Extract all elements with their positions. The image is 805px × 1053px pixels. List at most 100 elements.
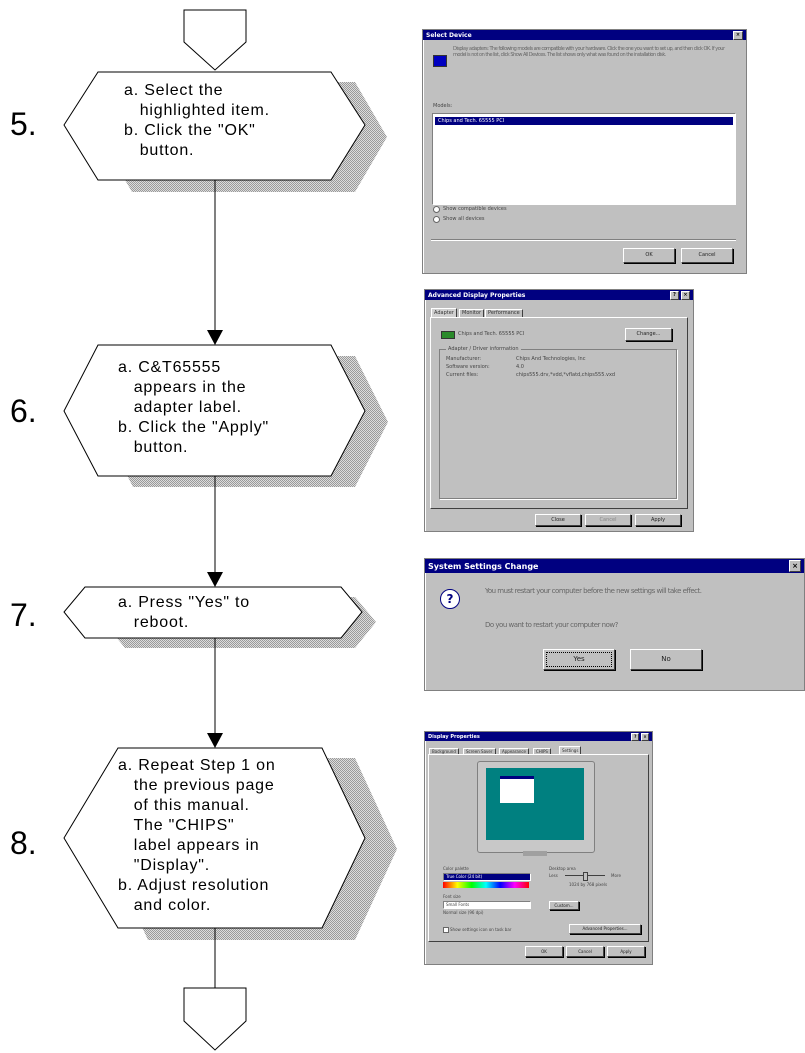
system-settings-titlebar: System Settings Change × — [425, 559, 804, 573]
tab-adapter[interactable]: Adapter — [431, 308, 457, 317]
manufacturer-value: Chips And Technologies, Inc — [516, 356, 586, 362]
step-8-line: the previous page — [118, 777, 275, 794]
advanced-properties-button[interactable]: Advanced Properties... — [569, 924, 641, 934]
desktop-more-label: More — [611, 873, 621, 878]
window-buttons: ? × — [669, 290, 690, 300]
select-device-dialog: Select Device × Display adapters: The fo… — [422, 29, 747, 274]
resolution-slider-thumb[interactable] — [583, 872, 588, 881]
step-6-line: b. Click the "Apply" — [118, 419, 269, 436]
select-device-title: Select Device — [426, 31, 472, 39]
advanced-display-title: Advanced Display Properties — [428, 291, 526, 299]
change-button[interactable]: Change... — [625, 328, 672, 341]
advanced-display-dialog: Advanced Display Properties ? × Adapter … — [424, 289, 694, 532]
show-icon-checkbox[interactable] — [443, 927, 449, 933]
show-all-radio[interactable] — [433, 216, 440, 223]
arrow-6-7 — [207, 572, 223, 587]
display-properties-titlebar: Display Properties ? × — [425, 732, 652, 741]
no-button[interactable]: No — [630, 649, 702, 670]
models-list[interactable]: Chips and Tech. 65555 PCI — [432, 113, 736, 205]
select-device-titlebar: Select Device × — [423, 30, 746, 40]
tab-monitor[interactable]: Monitor — [459, 309, 485, 317]
step-5-number: 5. — [10, 106, 37, 142]
cancel-button[interactable]: Cancel — [681, 248, 733, 263]
step-6-line: adapter label. — [118, 399, 242, 416]
step-8-line: a. Repeat Step 1 on — [118, 757, 276, 774]
step-8-line: "Display". — [118, 857, 211, 874]
yes-button[interactable]: Yes — [543, 649, 615, 670]
close-icon[interactable]: × — [641, 732, 649, 741]
close-icon[interactable]: × — [733, 30, 743, 40]
show-compatible-radio[interactable] — [433, 206, 440, 213]
arrow-5-6 — [207, 330, 223, 345]
display-adapter-icon — [433, 55, 447, 67]
apply-button[interactable]: Apply — [635, 514, 681, 526]
system-settings-dialog: System Settings Change × ? You must rest… — [424, 558, 805, 691]
ok-button[interactable]: OK — [623, 248, 675, 263]
step-5-text: a. Select the highlighted item. b. Click… — [124, 81, 270, 161]
step-5-line: b. Click the "OK" — [124, 122, 256, 139]
select-device-description: Display adapters: The following models a… — [453, 46, 725, 58]
restart-message: You must restart your computer before th… — [485, 587, 702, 595]
close-button[interactable]: Close — [535, 514, 581, 526]
start-connector — [183, 9, 247, 71]
step-8-text: a. Repeat Step 1 on the previous page of… — [118, 756, 276, 916]
step-8-line: and color. — [118, 897, 212, 914]
desktop-window-preview — [500, 776, 534, 803]
step-6-number: 6. — [10, 393, 37, 429]
step-6-line: a. C&T65555 — [118, 359, 222, 376]
monitor-stand — [523, 851, 547, 856]
close-icon[interactable]: × — [681, 290, 690, 300]
custom-button[interactable]: Custom... — [549, 901, 579, 910]
step-8-line: of this manual. — [118, 797, 250, 814]
tab-chips[interactable]: CHIPS — [533, 748, 551, 755]
font-size-select[interactable]: Small Fonts — [443, 901, 531, 909]
step-5-hexagon — [63, 71, 366, 181]
restart-question: Do you want to restart your computer now… — [485, 621, 618, 629]
apply-button[interactable]: Apply — [607, 946, 645, 957]
color-palette-value: True Color (24 bit) — [446, 874, 483, 879]
driver-info-group: Adapter / Driver information Manufacture… — [439, 346, 677, 499]
system-settings-title: System Settings Change — [428, 561, 539, 571]
settings-panel: Color palette True Color (24 bit) Deskto… — [428, 754, 649, 942]
color-palette-select[interactable]: True Color (24 bit) — [443, 873, 531, 881]
step-7-hexagon — [63, 586, 363, 639]
tab-settings[interactable]: Settings — [559, 746, 582, 755]
cancel-button[interactable]: Cancel — [566, 946, 604, 957]
tab-appearance[interactable]: Appearance — [499, 748, 530, 755]
color-palette-label: Color palette — [443, 866, 469, 871]
step-5-line: button. — [124, 142, 195, 159]
tab-performance[interactable]: Performance — [485, 309, 523, 317]
current-files-value: chips555.drv,*vdd,*vflatd,chips555.vxd — [516, 372, 616, 378]
question-icon: ? — [440, 589, 460, 609]
font-size-value: Small Fonts — [446, 902, 470, 907]
step-5-line: highlighted item. — [124, 102, 270, 119]
model-list-item[interactable]: Chips and Tech. 65555 PCI — [435, 117, 733, 125]
resolution-slider[interactable] — [565, 872, 605, 881]
divider — [431, 239, 736, 241]
help-icon[interactable]: ? — [631, 732, 640, 741]
advanced-display-titlebar: Advanced Display Properties ? × — [425, 290, 693, 300]
tab-background[interactable]: Background — [429, 748, 459, 755]
step-8-line: label appears in — [118, 837, 260, 854]
adapter-name: Chips and Tech. 65555 PCI — [458, 331, 525, 337]
manufacturer-label: Manufacturer: — [446, 356, 482, 362]
step-8-hexagon — [63, 747, 366, 929]
monitor-preview — [477, 761, 595, 853]
step-6-line: button. — [118, 439, 189, 456]
close-icon[interactable]: × — [789, 560, 801, 572]
adapter-card-icon — [441, 331, 455, 339]
step-5-line: a. Select the — [124, 82, 224, 99]
show-compatible-label: Show compatible devices — [443, 206, 507, 212]
end-connector — [183, 987, 247, 1051]
desktop-less-label: Less — [549, 873, 558, 878]
display-properties-title: Display Properties — [428, 733, 480, 740]
ok-button[interactable]: OK — [525, 946, 563, 957]
driver-info-label: Adapter / Driver information — [446, 346, 521, 352]
cancel-button[interactable]: Cancel — [585, 514, 631, 526]
help-icon[interactable]: ? — [669, 290, 679, 300]
show-icon-label: Show settings icon on task bar — [450, 927, 512, 932]
normal-size-label: Normal size (96 dpi) — [443, 910, 484, 915]
tab-screen-saver[interactable]: Screen Saver — [463, 748, 496, 755]
show-all-label: Show all devices — [443, 216, 485, 222]
